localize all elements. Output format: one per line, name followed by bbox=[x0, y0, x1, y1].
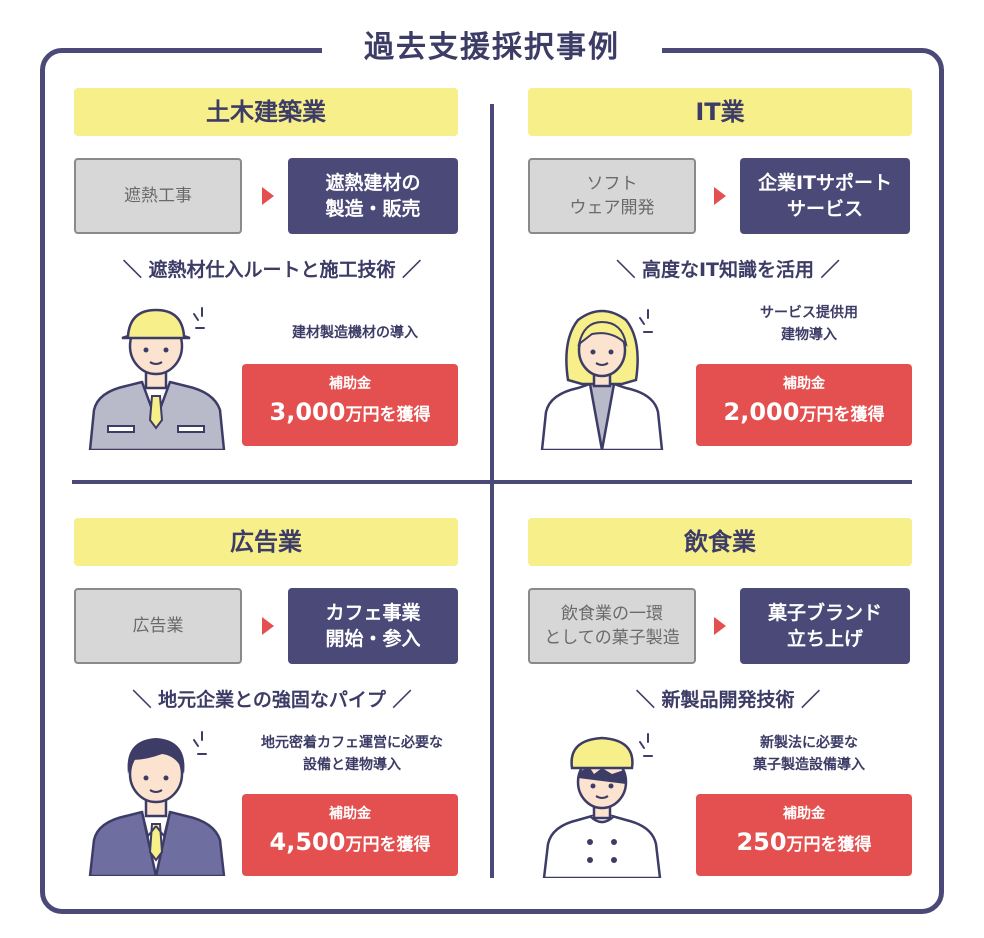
strength-caption: ＼ 新製品開発技術 ／ bbox=[635, 689, 821, 711]
subsidy-badge: 補助金 2,000万円を獲得 bbox=[696, 364, 912, 446]
arrow-right-icon bbox=[714, 617, 726, 635]
subsidy-badge: 補助金 250万円を獲得 bbox=[696, 794, 912, 876]
case-advertising: 広告業 広告業 カフェ事業 開始・参入 ＼ 地元企業との強固なパイプ ／ 地元密… bbox=[72, 518, 472, 898]
case-food-service: 飲食業 飲食業の一環 としての菓子製造 菓子ブランド 立ち上げ ＼ 新製品開発技… bbox=[518, 518, 918, 898]
new-business: 遮熱建材の 製造・販売 bbox=[288, 158, 458, 234]
subsidy-label: 補助金 bbox=[783, 806, 825, 822]
industry-label: 土木建築業 bbox=[74, 88, 458, 136]
subsidy-usage: サービス提供用 建物導入 bbox=[760, 305, 858, 343]
arrow-right-icon bbox=[714, 187, 726, 205]
subsidy-usage: 新製法に必要な 菓子製造設備導入 bbox=[753, 735, 865, 773]
previous-business: 遮熱工事 bbox=[74, 158, 242, 234]
subsidy-amount: 2,000万円を獲得 bbox=[723, 398, 885, 426]
strength-caption: ＼ 遮熱材仕入ルートと施工技術 ／ bbox=[122, 259, 422, 281]
subsidy-badge: 補助金 4,500万円を獲得 bbox=[242, 794, 458, 876]
construction-worker-icon bbox=[88, 307, 226, 450]
subsidy-amount: 4,500万円を獲得 bbox=[269, 828, 431, 856]
horizontal-divider bbox=[72, 480, 912, 484]
new-business: カフェ事業 開始・参入 bbox=[288, 588, 458, 664]
arrow-right-icon bbox=[262, 187, 274, 205]
new-business: 菓子ブランド 立ち上げ bbox=[740, 588, 910, 664]
case-civil-engineering: 土木建築業 遮熱工事 遮熱建材の 製造・販売 ＼ 遮熱材仕入ルートと施工技術 ／… bbox=[72, 88, 472, 468]
subsidy-badge: 補助金 3,000万円を獲得 bbox=[242, 364, 458, 446]
arrow-right-icon bbox=[262, 617, 274, 635]
new-business: 企業ITサポート サービス bbox=[740, 158, 910, 234]
subsidy-usage: 建材製造機材の導入 bbox=[292, 325, 418, 341]
office-woman-icon bbox=[540, 309, 664, 450]
page-title: 過去支援採択事例 bbox=[322, 26, 662, 70]
previous-business: 飲食業の一環 としての菓子製造 bbox=[528, 588, 696, 664]
industry-label: 広告業 bbox=[74, 518, 458, 566]
subsidy-usage: 地元密着カフェ運営に必要な 設備と建物導入 bbox=[261, 735, 443, 773]
businessman-icon bbox=[88, 731, 226, 876]
subsidy-label: 補助金 bbox=[329, 806, 371, 822]
case-it: IT業 ソフト ウェア開発 企業ITサポート サービス ＼ 高度なIT知識を活用… bbox=[518, 88, 918, 468]
strength-caption: ＼ 地元企業との強固なパイプ ／ bbox=[132, 689, 412, 711]
previous-business: 広告業 bbox=[74, 588, 242, 664]
chef-icon bbox=[542, 733, 662, 878]
subsidy-amount: 250万円を獲得 bbox=[736, 828, 872, 856]
industry-label: 飲食業 bbox=[528, 518, 912, 566]
subsidy-amount: 3,000万円を獲得 bbox=[269, 398, 431, 426]
vertical-divider bbox=[490, 104, 494, 878]
previous-business: ソフト ウェア開発 bbox=[528, 158, 696, 234]
subsidy-label: 補助金 bbox=[329, 376, 371, 392]
industry-label: IT業 bbox=[528, 88, 912, 136]
strength-caption: ＼ 高度なIT知識を活用 ／ bbox=[616, 259, 840, 281]
subsidy-label: 補助金 bbox=[783, 376, 825, 392]
